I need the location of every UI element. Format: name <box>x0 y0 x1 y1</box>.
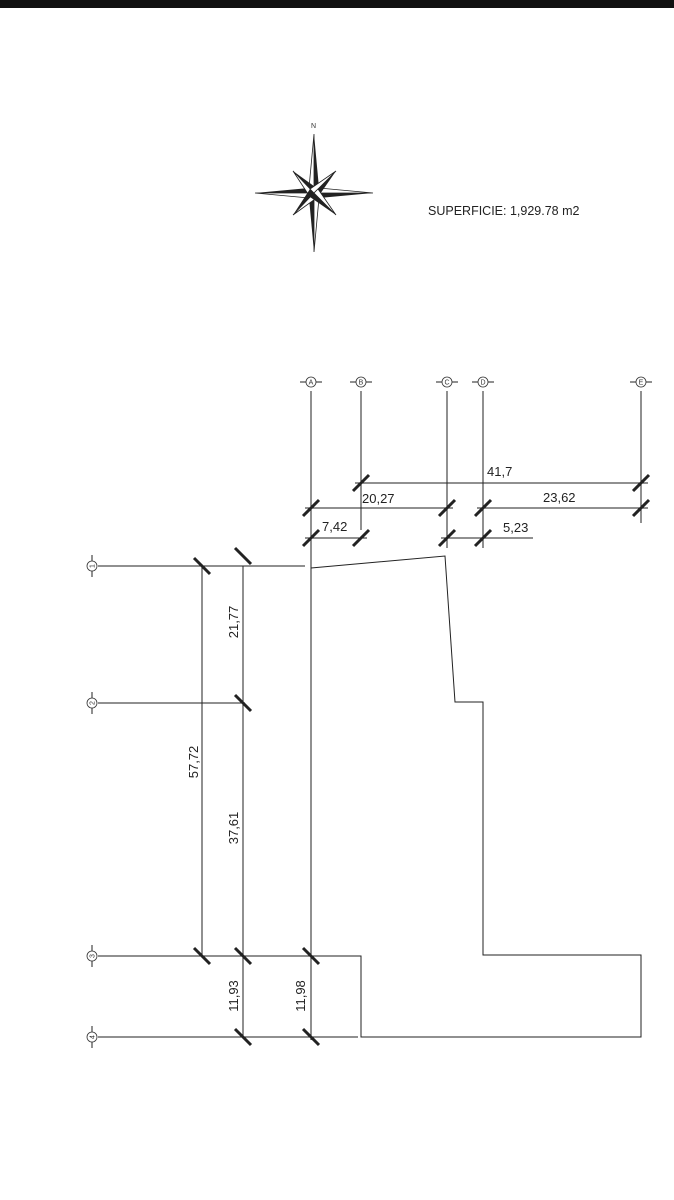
compass-north-label: N <box>311 123 316 130</box>
left-dimension-lines <box>201 566 244 1037</box>
grid-label-b: B <box>359 380 364 387</box>
grid-bubble-b: B <box>355 376 367 388</box>
grid-bubble-1: 1 <box>86 560 98 572</box>
dim-total-top: 41,7 <box>487 464 512 479</box>
top-bar <box>0 0 674 8</box>
grid-bubble-c: C <box>441 376 453 388</box>
grid-bubble-a: A <box>305 376 317 388</box>
grid-label-d: D <box>480 380 485 387</box>
vertical-grid-axes <box>300 381 652 1040</box>
grid-bubble-2: 2 <box>86 697 98 709</box>
grid-label-3: 3 <box>90 954 97 958</box>
compass-rose-icon: N <box>254 123 374 253</box>
grid-label-c: C <box>444 380 449 387</box>
grid-bubble-d: D <box>477 376 489 388</box>
top-dimension-lines <box>305 482 648 539</box>
dim-row-3-4-outer: 11,93 <box>226 980 241 1012</box>
grid-label-4: 4 <box>90 1035 97 1039</box>
dim-row-2-3: 37,61 <box>226 812 241 845</box>
dim-total-left: 57,72 <box>186 746 201 779</box>
dim-d-to-e: 23,62 <box>543 490 576 505</box>
grid-label-a: A <box>309 380 314 387</box>
dim-row-3-4-inner: 11,98 <box>293 980 308 1012</box>
horizontal-grid-axes <box>91 555 358 1048</box>
grid-label-2: 2 <box>90 701 97 705</box>
grid-bubble-4: 4 <box>86 1031 98 1043</box>
dim-row-1-2: 21,77 <box>226 606 241 639</box>
surface-label: SUPERFICIE: 1,929.78 m2 <box>428 204 580 218</box>
dim-c-to-d: 5,23 <box>503 520 528 535</box>
dimension-ticks <box>192 473 651 1047</box>
grid-label-e: E <box>639 380 644 387</box>
grid-bubble-e: E <box>635 376 647 388</box>
dim-a-to-b: 7,42 <box>322 519 347 534</box>
grid-bubble-3: 3 <box>86 950 98 962</box>
dim-ab-to-c: 20,27 <box>362 491 395 506</box>
grid-label-1: 1 <box>90 564 97 568</box>
property-outline <box>310 555 642 1038</box>
